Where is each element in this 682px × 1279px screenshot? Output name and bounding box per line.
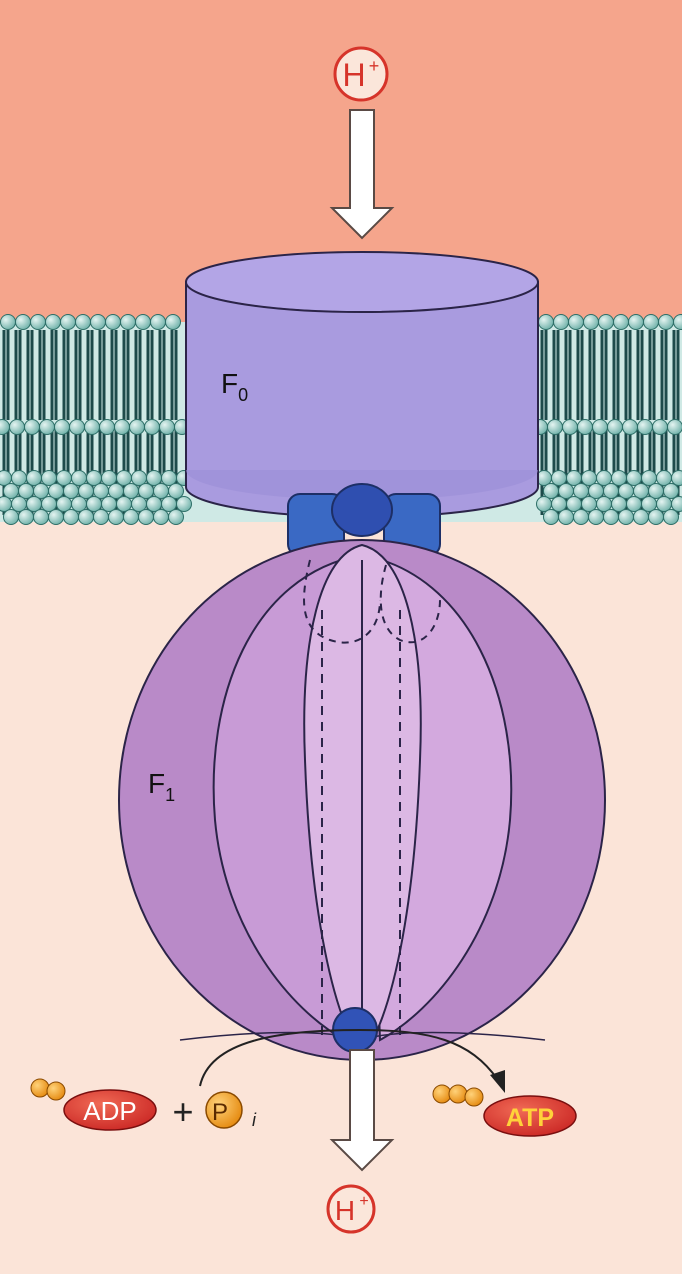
- lipid-head-icon: [121, 315, 136, 330]
- lipid-head-icon: [614, 315, 629, 330]
- phosphate-icon: [433, 1085, 451, 1103]
- lipid-head-icon: [16, 315, 31, 330]
- phosphate-icon: [47, 1082, 65, 1100]
- lipid-head-icon: [139, 510, 154, 525]
- lipid-head-icon: [659, 315, 674, 330]
- lipid-head-icon: [25, 420, 40, 435]
- lipid-head-icon: [593, 420, 608, 435]
- lipid-head-icon: [145, 420, 160, 435]
- proton-bottom-label: H: [335, 1195, 355, 1226]
- lipid-head-icon: [644, 315, 659, 330]
- lipid-head-icon: [130, 420, 145, 435]
- lipid-head-icon: [31, 315, 46, 330]
- proton-top-label: H: [342, 57, 365, 93]
- lipid-head-icon: [1, 315, 16, 330]
- lipid-head-icon: [40, 420, 55, 435]
- lipid-head-icon: [574, 510, 589, 525]
- lipid-head-icon: [169, 510, 184, 525]
- lipid-head-icon: [668, 420, 682, 435]
- lipid-head-icon: [177, 497, 192, 512]
- lipid-head-icon: [4, 510, 19, 525]
- phosphate-icon: [31, 1079, 49, 1097]
- lipid-head-icon: [49, 510, 64, 525]
- lipid-head-icon: [154, 510, 169, 525]
- lipid-head-icon: [559, 510, 574, 525]
- phosphate-icon: [449, 1085, 467, 1103]
- lipid-head-icon: [34, 510, 49, 525]
- lipid-head-icon: [589, 510, 604, 525]
- atp-label: ATP: [506, 1104, 554, 1132]
- lipid-head-icon: [61, 315, 76, 330]
- plus-sign: +: [172, 1091, 193, 1132]
- lipid-head-icon: [672, 497, 682, 512]
- lipid-head-icon: [548, 420, 563, 435]
- lipid-head-icon: [76, 315, 91, 330]
- lipid-head-icon: [10, 420, 25, 435]
- lipid-head-icon: [563, 420, 578, 435]
- lipid-head-icon: [584, 315, 599, 330]
- proton-bottom-charge: +: [359, 1193, 368, 1210]
- lipid-head-icon: [604, 510, 619, 525]
- lipid-head-icon: [94, 510, 109, 525]
- lipid-head-icon: [634, 510, 649, 525]
- lipid-head-icon: [638, 420, 653, 435]
- lipid-head-icon: [19, 510, 34, 525]
- proton-out: H +: [328, 1186, 374, 1232]
- lipid-head-icon: [115, 420, 130, 435]
- lipid-head-icon: [599, 315, 614, 330]
- pi-label: P: [212, 1099, 228, 1126]
- lipid-head-icon: [79, 510, 94, 525]
- lipid-head-icon: [100, 420, 115, 435]
- lipid-head-icon: [91, 315, 106, 330]
- lipid-head-icon: [619, 510, 634, 525]
- lipid-head-icon: [109, 510, 124, 525]
- lipid-head-icon: [608, 420, 623, 435]
- lipid-head-icon: [629, 315, 644, 330]
- lipid-head-icon: [46, 315, 61, 330]
- lipid-head-icon: [649, 510, 664, 525]
- lipid-head-icon: [136, 315, 151, 330]
- lipid-head-icon: [569, 315, 584, 330]
- lipid-head-icon: [160, 420, 175, 435]
- phosphate-icon: [465, 1088, 483, 1106]
- lipid-head-icon: [554, 315, 569, 330]
- lipid-head-icon: [578, 420, 593, 435]
- lipid-head-icon: [539, 315, 554, 330]
- f1-subunit: [119, 540, 605, 1060]
- lipid-head-icon: [151, 315, 166, 330]
- adp-label: ADP: [83, 1096, 136, 1126]
- proton-in: H +: [335, 48, 387, 100]
- lipid-head-icon: [664, 510, 679, 525]
- lipid-head-icon: [623, 420, 638, 435]
- lipid-head-icon: [544, 510, 559, 525]
- lipid-head-icon: [124, 510, 139, 525]
- lipid-head-icon: [672, 471, 682, 486]
- lipid-head-icon: [70, 420, 85, 435]
- lipid-head-icon: [55, 420, 70, 435]
- lipid-head-icon: [653, 420, 668, 435]
- proton-top-charge: +: [369, 56, 380, 76]
- lipid-head-icon: [64, 510, 79, 525]
- lipid-head-icon: [85, 420, 100, 435]
- lipid-head-icon: [166, 315, 181, 330]
- lipid-head-icon: [106, 315, 121, 330]
